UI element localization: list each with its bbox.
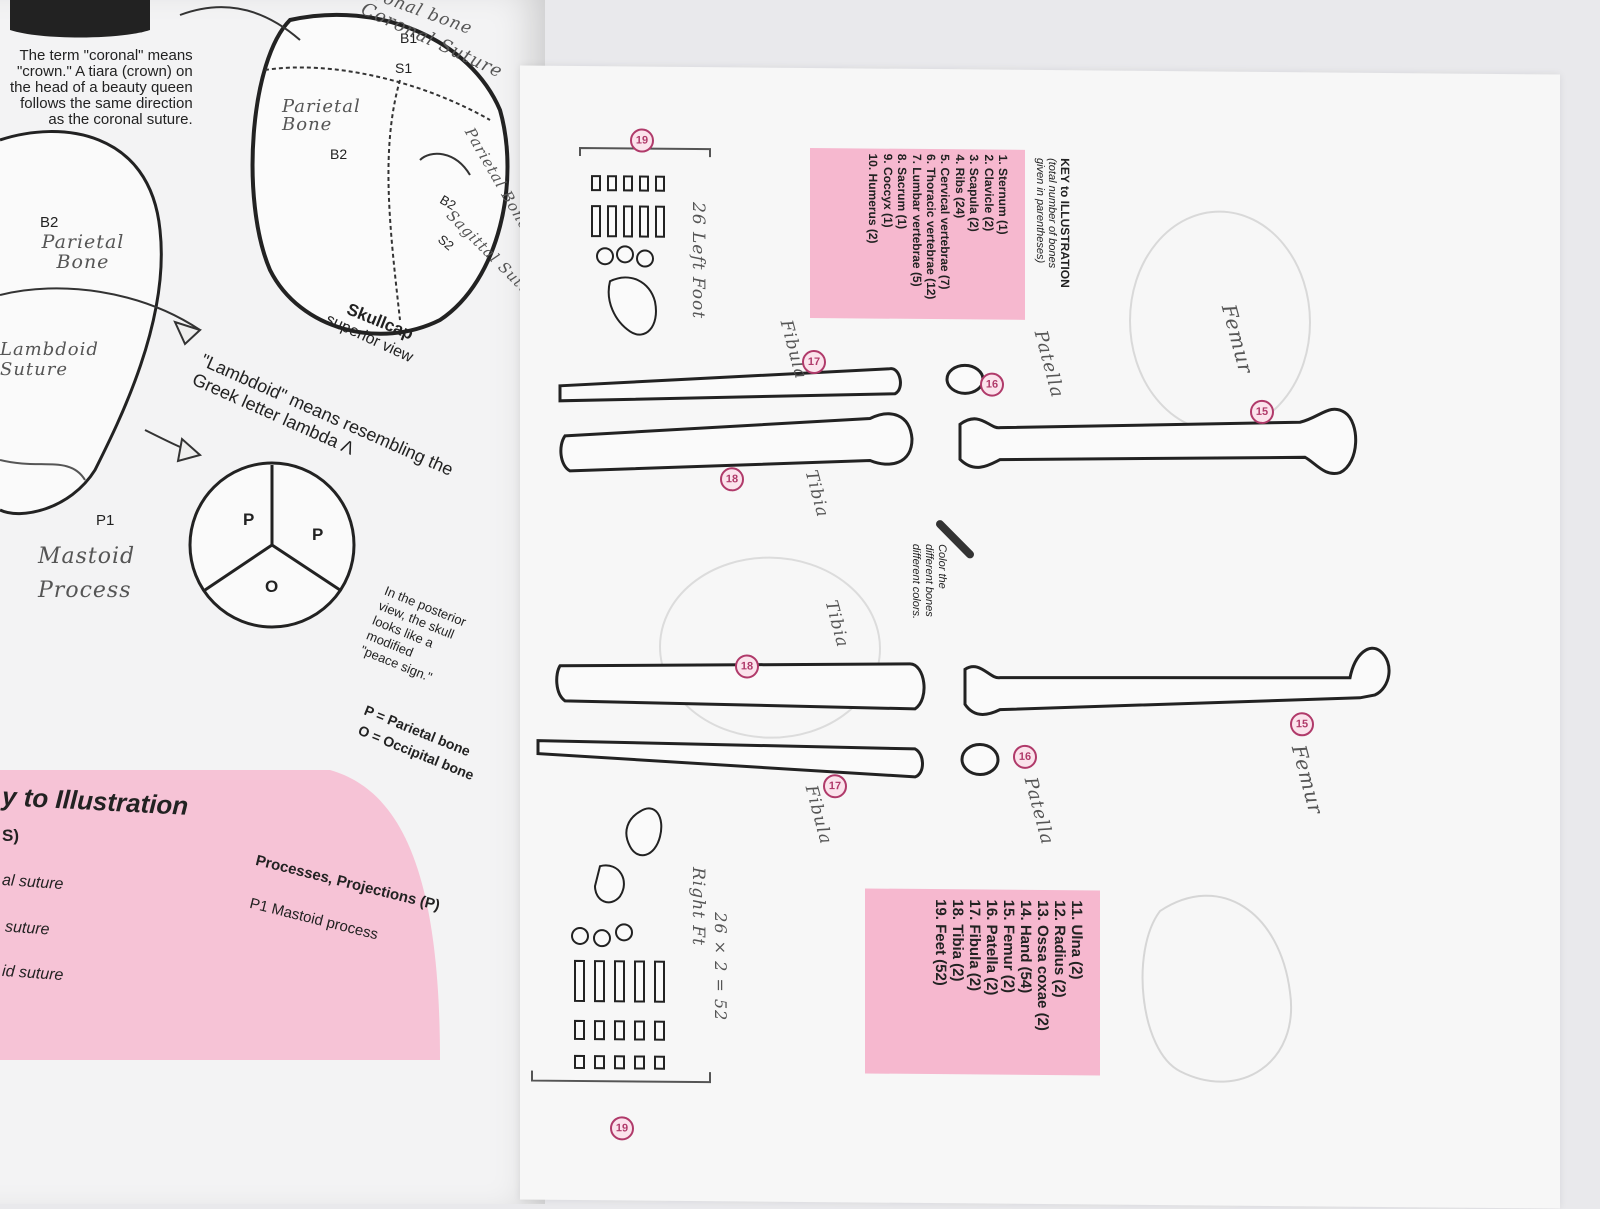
key-item: 15. Femur (2) (1000, 899, 1017, 994)
foot-math-handwriting: 26 × 2 = 52 (711, 912, 730, 1022)
key-item: 9. Coccyx (1) (880, 153, 895, 228)
femur-bottom (963, 646, 1391, 716)
key-title-right: KEY to ILLUSTRATION (1058, 158, 1072, 288)
marker-19-bottom: 19 (610, 1116, 634, 1141)
parietal-bone-left-handwriting: Parietal Bone (41, 231, 125, 273)
coronal-suture-line (264, 66, 491, 121)
right-foot-handwriting: Right Ft (688, 866, 708, 947)
key-item: 12. Radius (2) (1051, 900, 1068, 998)
key-item: 6. Thoracic vertebrae (12) (924, 153, 939, 300)
lambdoid-suture-handwriting: Lambdoid Suture (0, 339, 99, 380)
sagittal-suture-line (387, 79, 401, 321)
key-item: 7. Lumbar vertebrae (5) (909, 153, 924, 287)
tibia-top (559, 412, 914, 473)
marker-18-top: 18 (720, 467, 744, 492)
right-foot (571, 807, 665, 1070)
key-item: 4. Ribs (24) (952, 154, 967, 219)
left-page: The term "coronal" means "crown." A tiar… (0, 0, 545, 1204)
key-item: 18. Tibia (2) (949, 899, 966, 982)
key-item: 13. Ossa coxae (2) (1034, 899, 1051, 1032)
parietal-bone-handwriting: Parietal Bone (282, 96, 361, 135)
label-b2-left: B2 (40, 214, 59, 231)
coronal-note: The term "coronal" means "crown." A tiar… (10, 48, 193, 128)
key-box-bottom (865, 888, 1100, 1076)
key-item: 1. Sternum (1) (996, 154, 1010, 235)
color-note-line: different colors. (910, 543, 922, 620)
patella-bottom (960, 742, 1000, 776)
skull-side-outline (0, 130, 163, 516)
key-items-second: 11. Ulna (2) 12. Radius (2) 13. Ossa cox… (932, 899, 1085, 1031)
color-note-line: Color the (936, 544, 948, 589)
color-note-line: different bones (923, 543, 935, 617)
key-top-rotated: KEY to ILLUSTRATION (total number of bon… (1034, 158, 1072, 288)
fibula-top (558, 367, 902, 403)
marker-15-top: 15 (1250, 399, 1274, 425)
marker-17-bottom: 17 (823, 774, 847, 799)
fibula-bottom (536, 739, 924, 779)
key-pink-box (0, 770, 440, 1060)
key-subtitle-left: S) (2, 826, 19, 845)
left-foot-handwriting: 26 Left Foot (688, 201, 708, 320)
key-item: 17. Fibula (2) (966, 899, 983, 992)
right-page: KEY to ILLUSTRATION (total number of bon… (520, 65, 1560, 1209)
skullcap-outline (250, 12, 510, 336)
key-item: 3. Scapula (2) (967, 154, 982, 232)
coronal-note-line: The term "coronal" means (19, 47, 193, 64)
marker-19-top: 19 (630, 128, 654, 153)
crayon-icon (936, 520, 974, 559)
marker-17-top: 17 (802, 349, 826, 375)
marker-16-bottom: 16 (1013, 744, 1037, 769)
peace-letter-p-right: P (312, 525, 324, 544)
key-item: 5. Cervical vertebrae (7) (938, 154, 953, 290)
key-box-top (810, 147, 1025, 320)
marker-16-top: 16 (980, 372, 1004, 397)
marker-18-bottom: 18 (735, 654, 759, 679)
left-foot (591, 175, 665, 336)
coronal-note-line: follows the same direction (20, 95, 193, 112)
patella-top (945, 363, 985, 395)
femur-top (958, 407, 1358, 476)
label-s1: S1 (395, 60, 413, 76)
key-item: 10. Humerus (2) (866, 153, 881, 244)
coronal-note-line: "crown." A tiara (crown) on (16, 63, 193, 80)
label-b2-skull: B2 (330, 146, 348, 162)
label-p1: P1 (96, 512, 115, 529)
key-items-first: 1. Sternum (1) 2. Clavicle (2) 3. Scapul… (866, 153, 1010, 300)
bones-illustration (531, 146, 1391, 1084)
label-b1: B1 (400, 30, 418, 46)
peace-letter-o: O (265, 577, 279, 596)
color-note: Color the different bones different colo… (909, 544, 948, 620)
key-item: 8. Sacrum (1) (895, 153, 910, 230)
key-item: 19. Feet (52) (932, 899, 949, 986)
suture-item: suture (4, 918, 51, 939)
peace-letter-p-left: P (243, 510, 255, 529)
coronal-note-line: the head of a beauty queen (10, 79, 193, 96)
marker-15-bottom: 15 (1290, 712, 1314, 737)
key-note-2: given in parentheses) (1034, 157, 1046, 264)
mastoid-process-handwriting: Mastoid Process (38, 544, 136, 603)
key-item: 16. Patella (2) (983, 899, 1000, 996)
key-item: 14. Hand (54) (1017, 899, 1034, 994)
tibia-bottom (555, 662, 926, 711)
key-item: 2. Clavicle (2) (981, 154, 996, 232)
key-note-1: (total number of bones (1046, 158, 1058, 269)
key-item: 11. Ulna (2) (1068, 900, 1085, 980)
skull-illustration (0, 0, 510, 1060)
coronal-note-line: as the coronal suture. (48, 111, 193, 128)
